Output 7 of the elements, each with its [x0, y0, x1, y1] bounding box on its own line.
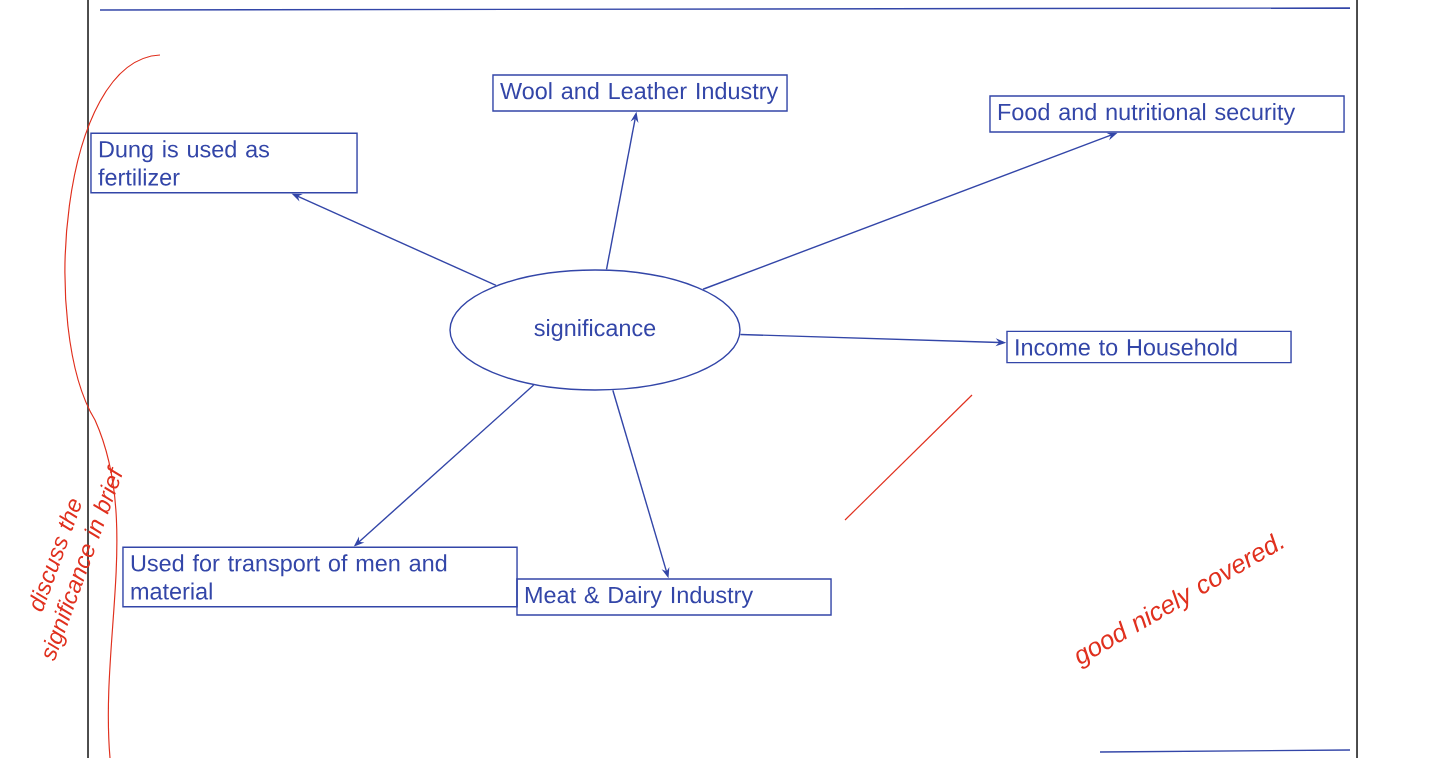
text-box: Wool and Leather Industry: [492, 74, 788, 112]
text-box: Meat & Dairy Industry: [516, 578, 832, 616]
text-box: Food and nutritional security: [989, 95, 1345, 133]
text-box: Dung is used as fertilizer: [90, 132, 358, 194]
text-box: Used for transport of men and material: [122, 546, 518, 608]
ellipse-node: significance: [449, 269, 741, 391]
text-box: Income to Household: [1006, 330, 1292, 364]
